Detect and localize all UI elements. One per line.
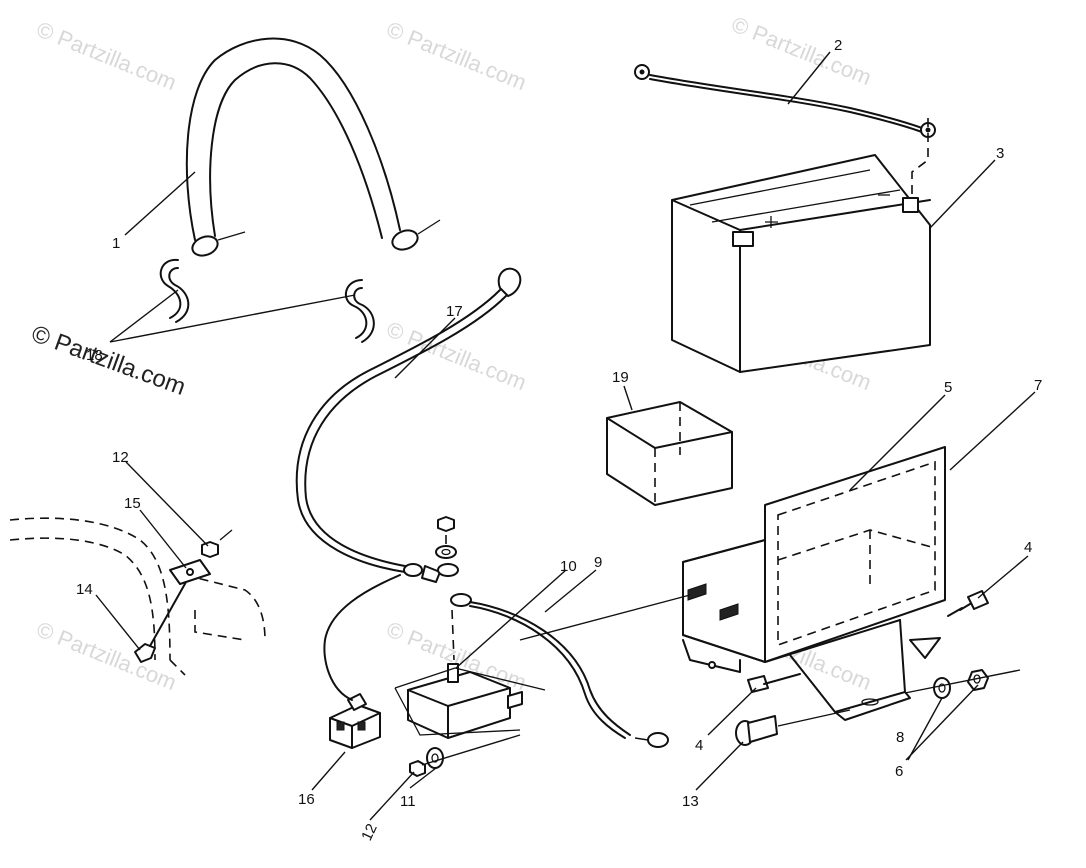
- leader-18a: [109, 289, 179, 343]
- part-washer-8: [933, 677, 951, 699]
- fastener-axis: [904, 669, 1021, 694]
- callout-18: 18: [86, 347, 103, 364]
- callout-13: 13: [682, 793, 699, 810]
- watermark-2: © Partzilla.com: [383, 16, 530, 95]
- leader-18b: [109, 294, 356, 343]
- callout-15: 15: [124, 495, 141, 512]
- part-clamp-15: [169, 559, 211, 585]
- watermark-1: © Partzilla.com: [33, 16, 180, 95]
- callout-12-upper: 12: [112, 449, 129, 466]
- callout-14: 14: [76, 581, 93, 598]
- part-bolt-upper: [947, 590, 989, 617]
- part-solenoid: [394, 663, 546, 739]
- callout-9: 9: [594, 554, 602, 571]
- callout-2: 2: [834, 37, 842, 54]
- callout-17: 17: [446, 303, 463, 320]
- callout-6: 6: [895, 763, 903, 780]
- part-foam-block: [606, 401, 733, 506]
- part-battery-box: [682, 446, 946, 721]
- watermark-4: © Partzilla.com: [383, 316, 530, 395]
- part-ground-cable: [634, 64, 936, 195]
- callout-12-lower: 12: [358, 821, 380, 843]
- part-connector-16: [323, 574, 401, 749]
- callout-7: 7: [1034, 377, 1042, 394]
- part-battery-strap: [185, 37, 441, 257]
- part-screw-14: [134, 581, 187, 663]
- callout-8: 8: [896, 729, 904, 746]
- callout-19: 19: [612, 369, 629, 386]
- part-positive-cable: [295, 267, 522, 583]
- callout-4-lower: 4: [695, 737, 703, 754]
- part-terminal-hardware: [435, 516, 459, 661]
- callout-5: 5: [944, 379, 952, 396]
- part-bolt-13: [735, 709, 851, 746]
- callout-4-upper: 4: [1024, 539, 1032, 556]
- callout-1: 1: [112, 235, 120, 252]
- watermark-6: © Partzilla.com: [33, 616, 180, 695]
- watermark-3: © Partzilla.com: [728, 11, 875, 90]
- part-bolt-lower: [747, 673, 801, 693]
- callout-labels: 1 2 3 4 4 5 6 7 8 9 10 11 12 12 13 14 15…: [76, 37, 1042, 843]
- part-nut-12-upper: [201, 529, 233, 558]
- callout-16: 16: [298, 791, 315, 808]
- part-nut-6: [967, 669, 989, 691]
- leader-box-align: [519, 594, 691, 641]
- watermark-prominent: © Partzilla.com: [28, 320, 189, 401]
- callout-11: 11: [400, 793, 416, 810]
- callout-leaders: [95, 51, 1036, 821]
- callout-10: 10: [560, 558, 577, 575]
- part-s-hooks: [159, 258, 375, 343]
- callout-3: 3: [996, 145, 1004, 162]
- part-cable-9: [450, 593, 669, 748]
- part-battery: [671, 154, 931, 373]
- part-frame-outline: [9, 517, 266, 676]
- part-washer-11: [426, 747, 444, 769]
- hardware-axis: [421, 734, 521, 766]
